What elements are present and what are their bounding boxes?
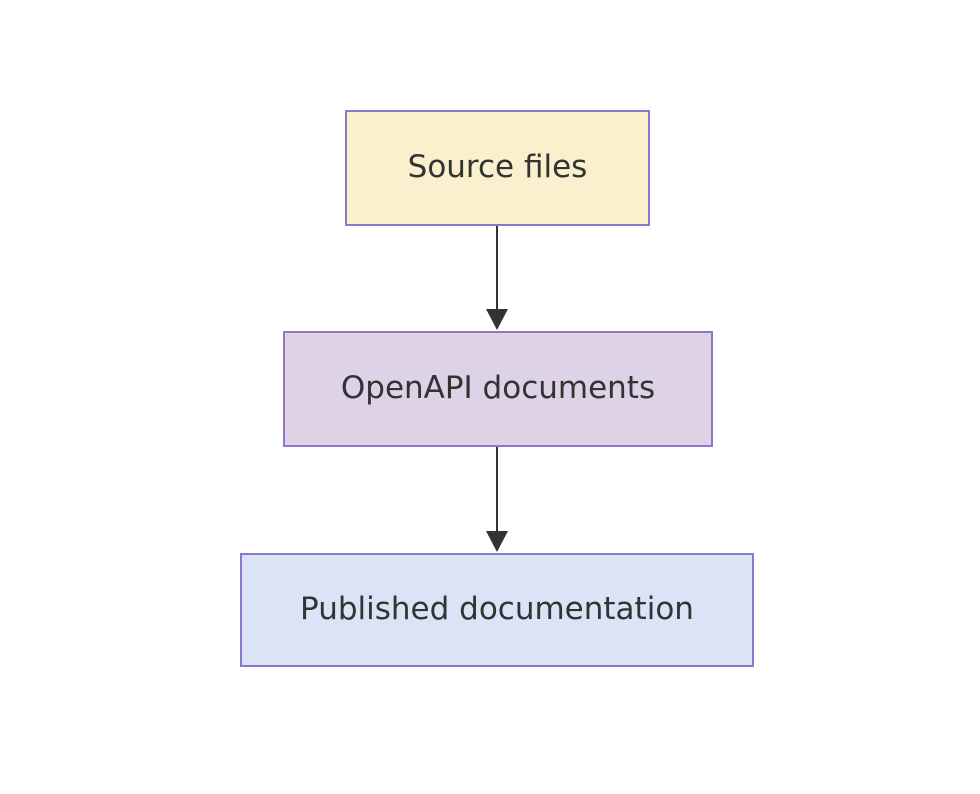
arrowhead-icon [486,309,508,330]
node-label: OpenAPI documents [340,370,656,407]
node-openapi-documents: OpenAPI documents [283,331,713,447]
node-label: Published documentation [300,591,694,628]
edge-openapi-to-published [486,447,508,552]
edge-source-to-openapi [486,226,508,330]
node-source-files: Source files [345,110,650,226]
node-label: Source files [407,149,588,186]
arrowhead-icon [486,531,508,552]
node-published-documentation: Published documentation [240,553,754,667]
